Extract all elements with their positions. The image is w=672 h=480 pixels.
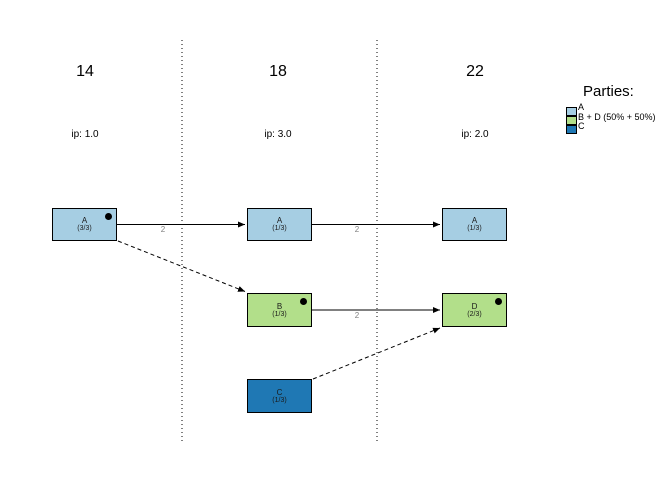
node-label: D xyxy=(471,301,478,311)
node-a-gen18: A (1/3) xyxy=(247,208,312,241)
legend-swatch-bd xyxy=(566,116,577,125)
node-sublabel: (1/3) xyxy=(272,225,287,232)
legend-labels: A B + D (50% + 50%) C xyxy=(578,102,656,132)
legend-label-bd: B + D (50% + 50%) xyxy=(578,111,656,122)
node-c-gen18: C (1/3) xyxy=(247,379,312,413)
ip-label-2: ip: 3.0 xyxy=(264,129,292,140)
node-sublabel: (3/3) xyxy=(77,225,92,232)
sampled-dot xyxy=(105,213,112,220)
node-a-gen22: A (1/3) xyxy=(442,208,507,241)
legend-swatches xyxy=(566,107,577,134)
edge-c18-d22 xyxy=(312,327,441,380)
edge-b18-d22-label: 2 xyxy=(355,311,360,320)
time-label-2: 18 xyxy=(269,63,287,80)
ip-label-3: ip: 2.0 xyxy=(461,129,489,140)
edge-a18-a22-label: 2 xyxy=(355,225,360,234)
node-a-gen14: A (3/3) xyxy=(52,208,117,241)
node-label: B xyxy=(276,301,283,311)
node-b-gen18: B (1/3) xyxy=(247,293,312,327)
legend-swatch-a xyxy=(566,107,577,116)
node-sublabel: (1/3) xyxy=(272,396,287,404)
sampled-dot xyxy=(300,298,307,305)
edge-a14-a18-label: 2 xyxy=(161,225,166,234)
node-sublabel: (2/3) xyxy=(467,310,482,318)
edge-a14-b18 xyxy=(117,240,246,292)
node-sublabel: (1/3) xyxy=(272,310,287,318)
node-d-gen22: D (2/3) xyxy=(442,293,507,327)
ip-label-1: ip: 1.0 xyxy=(71,129,99,140)
node-sublabel: (1/3) xyxy=(467,225,482,232)
legend-label-c: C xyxy=(578,121,585,131)
node-label: A xyxy=(81,216,88,225)
legend-title: Parties: xyxy=(583,83,634,100)
sampled-dot xyxy=(495,298,502,305)
time-label-1: 14 xyxy=(76,63,94,80)
time-label-3: 22 xyxy=(466,63,484,80)
node-label: C xyxy=(276,387,283,397)
node-label: A xyxy=(276,216,283,225)
node-label: A xyxy=(471,216,478,225)
legend-swatch-c xyxy=(566,125,577,134)
legend-label-a: A xyxy=(578,102,585,112)
